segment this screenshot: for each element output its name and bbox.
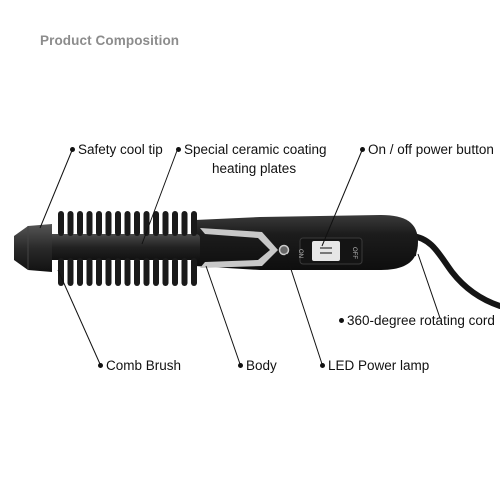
bristle	[96, 258, 102, 286]
bristle	[124, 258, 131, 286]
bullet-dot	[320, 362, 325, 368]
bristle	[143, 258, 150, 286]
comb-bristles	[58, 211, 197, 286]
safety-cool-tip	[14, 224, 52, 272]
label-power-button: On / off power button	[360, 140, 494, 159]
label-ceramic-coating: Special ceramic coating	[176, 140, 327, 159]
bristle	[172, 258, 178, 286]
bristle	[67, 211, 74, 236]
bristle	[181, 258, 188, 286]
switch-slider	[312, 241, 340, 261]
label-safety-cool-tip: Safety cool tip	[70, 140, 163, 159]
barrel	[45, 234, 200, 260]
label-comb-brush: Comb Brush	[98, 356, 181, 375]
bullet-dot	[360, 146, 365, 152]
label-ceramic-heating-plates: heating plates	[212, 161, 297, 176]
bullet-dot	[70, 146, 75, 152]
switch-on-text: ON	[297, 249, 303, 258]
bullet-dot	[98, 362, 103, 368]
bristle	[58, 211, 64, 236]
bristle	[191, 211, 197, 236]
bristle	[105, 258, 112, 286]
bristle	[162, 258, 169, 286]
bristle	[153, 211, 159, 236]
pointer-led	[285, 253, 323, 365]
pointer-lines	[39, 147, 441, 365]
bristle	[96, 211, 102, 236]
silver-accent	[200, 228, 278, 268]
bristle	[134, 258, 140, 286]
page-title: Product Composition	[40, 33, 180, 48]
led-lamp	[278, 244, 290, 256]
bullet-dot	[176, 146, 181, 152]
switch-off-text: OFF	[351, 247, 357, 259]
bristle	[77, 211, 83, 236]
bristle	[191, 258, 197, 286]
bullet-dot	[339, 317, 344, 323]
pointer-cord	[417, 253, 441, 319]
label-body: Body	[238, 356, 277, 375]
bristle	[143, 211, 150, 236]
power-cord	[409, 233, 500, 309]
pointer-body	[205, 265, 241, 365]
pointer-power	[321, 147, 364, 247]
bristle	[115, 258, 121, 286]
bristle	[105, 211, 112, 236]
bristle	[172, 211, 178, 236]
bristle	[153, 258, 159, 286]
bristle	[86, 211, 93, 236]
bristle	[115, 211, 121, 236]
pointer-cool-tip	[39, 147, 74, 229]
label-led-lamp: LED Power lamp	[320, 356, 429, 375]
bullet-dot	[238, 362, 243, 368]
pointer-comb	[57, 269, 101, 365]
bristle	[181, 211, 188, 236]
bristle	[67, 258, 74, 286]
bristle	[134, 211, 140, 236]
bristle	[162, 211, 169, 236]
bristle	[86, 258, 93, 286]
bristle	[77, 258, 83, 286]
pointer-ceramic	[141, 147, 179, 245]
label-rotating-cord: 360-degree rotating cord	[339, 311, 495, 330]
bristle	[124, 211, 131, 236]
